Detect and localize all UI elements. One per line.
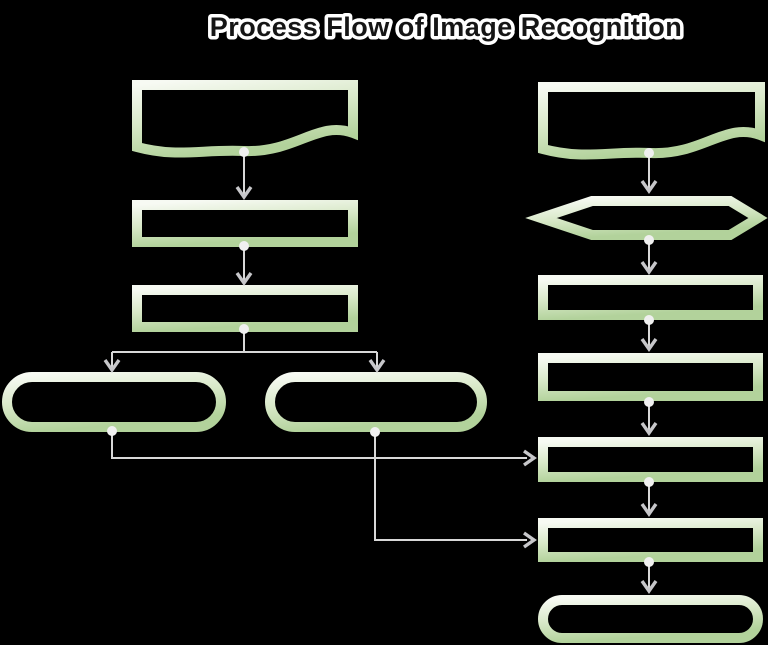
left-process-node-2 [132, 285, 358, 332]
left-terminator-node-2 [265, 372, 487, 432]
right-process-node-3 [538, 437, 763, 482]
connector-left-doc-to-process1 [235, 147, 253, 200]
connector-line [111, 431, 527, 459]
right-terminator-node [538, 595, 763, 643]
connector-dot [239, 147, 249, 157]
left-terminator-node-1 [2, 372, 226, 432]
connector-right-process2-to-process3 [640, 397, 658, 436]
right-process-node-1 [538, 275, 763, 320]
connector-preparation-to-process1 [640, 235, 658, 275]
arrowhead-down-icon [640, 338, 658, 352]
connector-right-process3-to-process4 [640, 477, 658, 517]
arrowhead-down-icon [640, 180, 658, 194]
left-document-node [132, 80, 358, 158]
connector-dot [644, 235, 654, 245]
connector-right-process4-to-terminator [640, 557, 658, 594]
arrowhead-right-icon [523, 531, 537, 549]
arrowhead-down-icon [368, 359, 386, 373]
connector-terminator2-to-right-process4 [370, 427, 537, 549]
page-title: Process Flow of Image Recognition [210, 12, 683, 42]
connector-line [111, 329, 378, 368]
connector-terminator1-to-right-process3 [107, 426, 537, 467]
connector-dot [644, 148, 654, 158]
arrowhead-down-icon [103, 359, 121, 373]
connector-left-process1-to-process2 [235, 241, 253, 286]
arrowhead-down-icon [235, 272, 253, 286]
arrowhead-down-icon [640, 261, 658, 275]
connector-dot [644, 315, 654, 325]
right-process-node-2 [538, 353, 763, 401]
arrowhead-down-icon [640, 503, 658, 517]
arrowhead-down-icon [640, 580, 658, 594]
connector-line [374, 432, 527, 541]
connector-right-process1-to-process2 [640, 315, 658, 352]
connector-right-doc-to-preparation [640, 148, 658, 194]
arrowhead-down-icon [640, 422, 658, 436]
right-process-node-4 [538, 518, 763, 562]
left-process-node-1 [132, 200, 358, 247]
arrowhead-right-icon [523, 449, 537, 467]
connector-dot [644, 477, 654, 487]
connector-dot [644, 557, 654, 567]
connector-dot [644, 397, 654, 407]
right-document-node [538, 82, 765, 160]
connector-dot [107, 426, 117, 436]
right-preparation-node [525, 196, 768, 240]
arrowhead-down-icon [235, 186, 253, 200]
connector-dot [370, 427, 380, 437]
connector-dot [239, 241, 249, 251]
connector-dot [239, 324, 249, 334]
connector-left-process2-branch [103, 324, 386, 373]
